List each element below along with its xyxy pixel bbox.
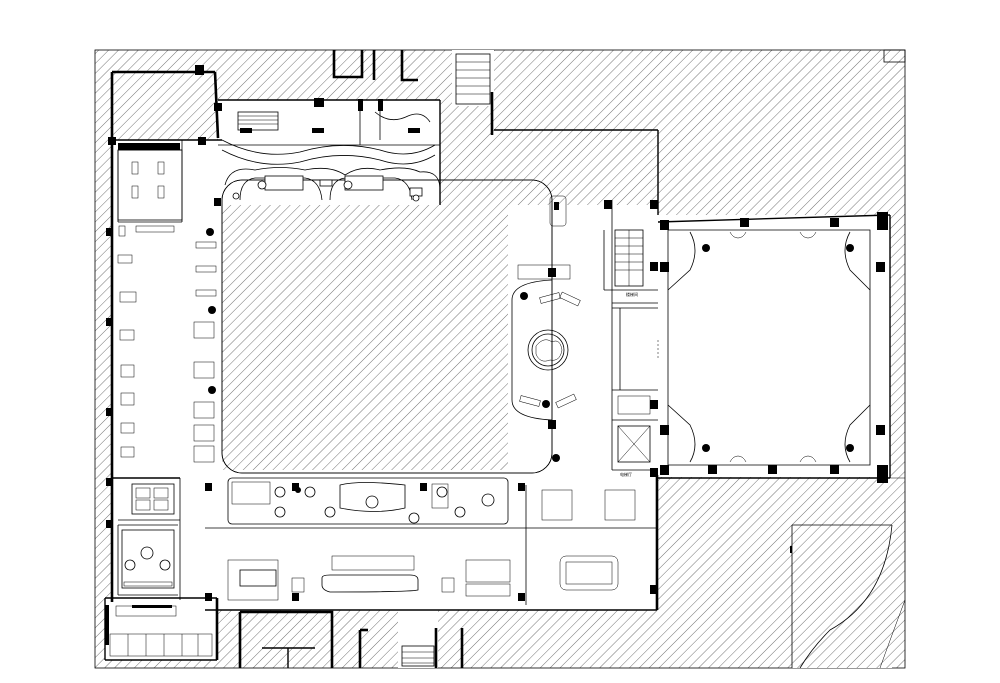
columns [106,98,888,601]
stair-core: 楼梯间 [614,229,644,297]
north-lounge [221,111,441,202]
plant-icon [295,244,854,493]
elevator-core: 电梯厅 [617,395,651,477]
top-stair [455,53,491,105]
gym-machine-icon [117,254,137,458]
stair-label: 楼梯间 [626,291,638,297]
elevator-label: 电梯厅 [620,471,632,477]
road [791,49,906,669]
treadmill-icon [193,321,215,463]
west-wing-equipment [105,143,217,657]
east-pavilion [295,229,871,493]
round-lounge [517,195,581,409]
south-lobby [227,477,636,601]
bottom-stair [401,645,435,667]
